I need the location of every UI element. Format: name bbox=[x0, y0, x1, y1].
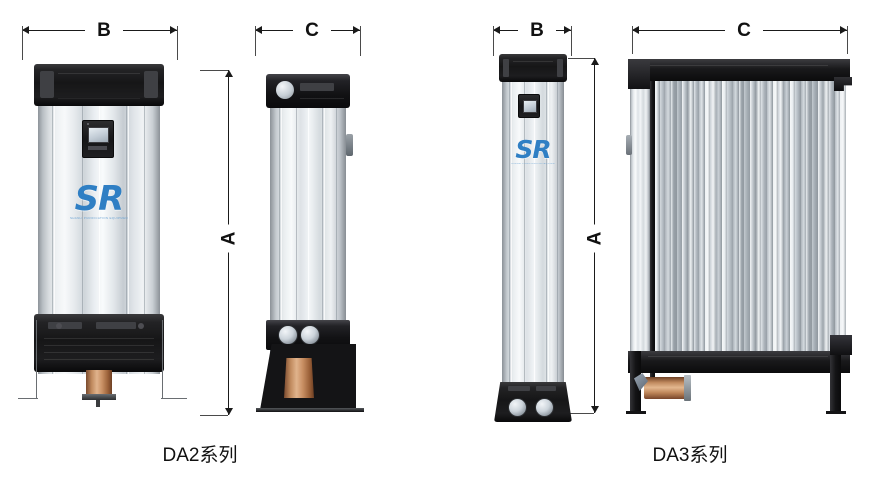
heat-exchanger-fin bbox=[682, 81, 689, 373]
heat-exchanger-fin bbox=[806, 81, 813, 373]
dimension-label-b-da3: B bbox=[518, 21, 556, 40]
da3-side-right-foot bbox=[826, 411, 846, 414]
heat-exchanger-fin bbox=[721, 81, 728, 373]
da2-side-top-cap bbox=[266, 74, 350, 108]
da3-side-view bbox=[626, 55, 856, 417]
heat-exchanger-fin bbox=[761, 81, 768, 373]
da3-brand-logo: SR SHANLI PURIFICATION EQUIPMENT bbox=[511, 137, 555, 165]
da3-side-copper-outlet bbox=[644, 377, 688, 399]
da2-front-floor-line-left bbox=[18, 398, 38, 399]
logo-text: SR bbox=[74, 179, 125, 219]
da2-side-port-1 bbox=[278, 325, 298, 345]
da2-brand-logo: SR SHANLI PURIFICATION EQUIPMENT bbox=[70, 182, 128, 220]
heat-exchanger-fin bbox=[829, 81, 836, 373]
heat-exchanger-fin bbox=[834, 81, 841, 373]
da2-control-panel[interactable] bbox=[82, 120, 114, 158]
da3-side-rear-tab bbox=[626, 135, 632, 155]
heat-exchanger-fin bbox=[812, 81, 819, 373]
da3-front-port-2 bbox=[535, 398, 554, 417]
da3-front-body bbox=[502, 80, 564, 405]
da2-side-copper-outlet bbox=[284, 358, 314, 398]
da3-side-divider-post bbox=[650, 67, 655, 379]
da3-side-left-foot bbox=[626, 411, 646, 414]
heat-exchanger-fin bbox=[755, 81, 762, 373]
da3-side-bottom-frame-bar bbox=[628, 351, 850, 373]
da2-front-base bbox=[34, 314, 164, 372]
da2-front-top-cap bbox=[34, 64, 164, 106]
dimension-label-a-da2: A bbox=[215, 224, 243, 253]
da3-control-panel[interactable] bbox=[518, 94, 540, 118]
heat-exchanger-fin bbox=[687, 81, 695, 373]
da2-side-view bbox=[256, 72, 368, 412]
da3-control-panel-display bbox=[523, 100, 537, 113]
heat-exchanger-fin bbox=[823, 81, 830, 373]
heat-exchanger-fin bbox=[733, 81, 740, 373]
heat-exchanger-fin bbox=[817, 81, 824, 373]
heat-exchanger-fin bbox=[716, 81, 723, 373]
da3-side-right-upper-bracket bbox=[830, 335, 852, 355]
da2-side-stand-foot bbox=[256, 408, 364, 412]
dimension-label-a-da3: A bbox=[581, 224, 609, 253]
heat-exchanger-fin bbox=[772, 81, 779, 373]
heat-exchanger-fin bbox=[654, 81, 661, 373]
da3-side-fin-pack bbox=[654, 81, 846, 373]
logo-text: SR bbox=[515, 135, 551, 164]
da2-control-panel-button-strip[interactable] bbox=[88, 146, 107, 150]
heat-exchanger-fin bbox=[795, 81, 802, 373]
da2-control-panel-led bbox=[87, 123, 89, 125]
da3-side-top-right-bracket bbox=[834, 77, 852, 91]
da2-front-outlet-stub bbox=[96, 400, 100, 407]
da2-front-outlet-collar bbox=[82, 394, 116, 400]
heat-exchanger-fin bbox=[665, 81, 672, 373]
da2-front-copper-outlet bbox=[86, 370, 112, 396]
heat-exchanger-fin bbox=[840, 81, 846, 373]
heat-exchanger-fin bbox=[693, 81, 700, 373]
da2-side-bracket-tab bbox=[346, 134, 353, 156]
heat-exchanger-fin bbox=[766, 81, 774, 373]
heat-exchanger-fin bbox=[659, 81, 666, 373]
dimension-label-c-da2: C bbox=[293, 21, 331, 40]
da3-side-copper-flange bbox=[684, 375, 691, 401]
heat-exchanger-fin bbox=[704, 81, 712, 373]
da3-front-top-cap bbox=[499, 54, 567, 82]
heat-exchanger-fin bbox=[778, 81, 785, 373]
heat-exchanger-fin bbox=[750, 81, 757, 373]
da2-side-top-port bbox=[276, 81, 294, 99]
da2-control-panel-display bbox=[88, 127, 109, 143]
heat-exchanger-fin bbox=[744, 81, 751, 373]
da2-side-stand bbox=[260, 344, 356, 410]
da2-side-port-2 bbox=[300, 325, 320, 345]
dimension-label-c-da3: C bbox=[725, 21, 763, 40]
da3-side-rear-column bbox=[630, 77, 650, 373]
heat-exchanger-fin bbox=[670, 81, 678, 373]
da2-caption: DA2系列 bbox=[162, 445, 238, 466]
logo-subtext: SHANLI PURIFICATION EQUIPMENT bbox=[511, 163, 555, 165]
da2-front-floor-line-right bbox=[161, 398, 187, 399]
da3-side-top-left-block bbox=[628, 59, 650, 89]
heat-exchanger-fin bbox=[789, 81, 796, 373]
da3-side-top-frame-bar bbox=[628, 59, 850, 81]
heat-exchanger-fin bbox=[783, 81, 791, 373]
heat-exchanger-fin bbox=[800, 81, 808, 373]
heat-exchanger-fin bbox=[699, 81, 706, 373]
da3-front-base bbox=[494, 382, 572, 422]
heat-exchanger-fin bbox=[676, 81, 683, 373]
logo-subtext: SHANLI PURIFICATION EQUIPMENT bbox=[70, 217, 128, 220]
da2-front-right-rail bbox=[162, 320, 163, 398]
da3-front-port-1 bbox=[508, 398, 527, 417]
heat-exchanger-fin bbox=[727, 81, 734, 373]
da2-front-view: SR SHANLI PURIFICATION EQUIPMENT bbox=[18, 62, 187, 407]
dimension-label-b-da2: B bbox=[85, 21, 123, 40]
heat-exchanger-fin bbox=[738, 81, 745, 373]
heat-exchanger-fin bbox=[710, 81, 717, 373]
da3-caption: DA3系列 bbox=[652, 445, 728, 466]
da3-side-right-leg bbox=[830, 351, 841, 413]
da3-front-view: SR SHANLI PURIFICATION EQUIPMENT bbox=[494, 52, 574, 422]
da3-side-left-leg bbox=[630, 351, 641, 413]
da2-front-left-rail bbox=[36, 320, 37, 398]
